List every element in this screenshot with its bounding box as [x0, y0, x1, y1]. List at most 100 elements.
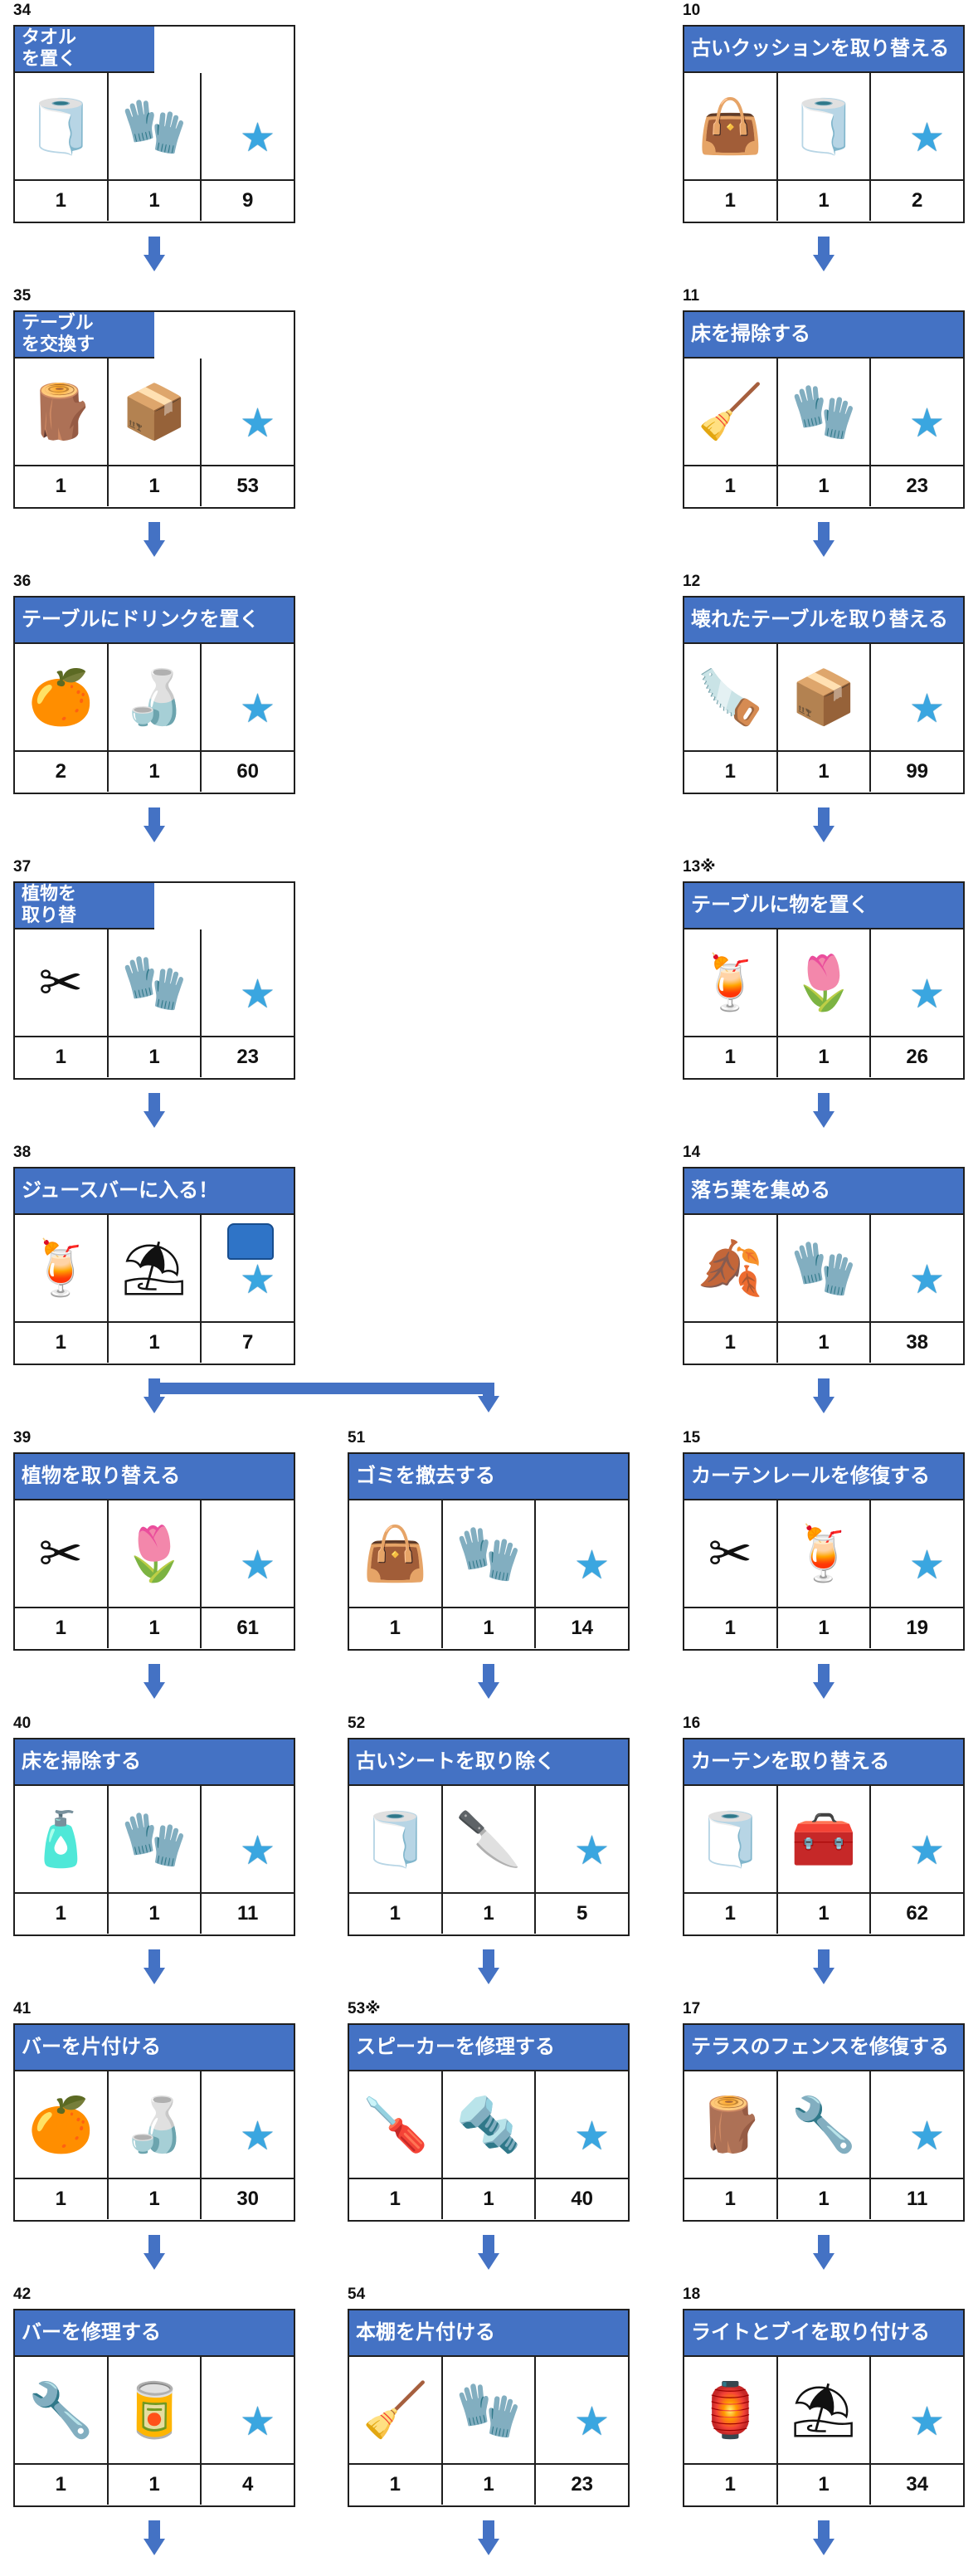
item-count: 1 — [684, 1894, 778, 1934]
star-icon: ★ — [908, 1258, 946, 1302]
item-cell: 🏮 — [684, 2357, 778, 2463]
item-count: 1 — [109, 181, 202, 221]
item-cell: 🪵 — [684, 2071, 778, 2178]
down-arrow-icon — [478, 2235, 499, 2270]
step-number: 38 — [13, 1144, 32, 1161]
star-count: 2 — [912, 189, 923, 212]
item-icons-row: 🧹🧤★ — [684, 359, 963, 466]
task-title: タオル を置く — [15, 27, 154, 73]
item-count: 1 — [684, 1323, 778, 1363]
sandbag-icon: 👜 — [362, 1524, 429, 1583]
step-number: 54 — [348, 2286, 366, 2303]
item-icons-row: 🍹🌷★ — [684, 929, 963, 1037]
item-count: 1 — [349, 1608, 443, 1648]
reward-cell: ★ — [202, 73, 294, 179]
item-cell: 🍹 — [778, 1500, 872, 1607]
item-count: 1 — [684, 2465, 778, 2505]
star-count: 7 — [242, 1331, 254, 1354]
branch-connector — [148, 1383, 494, 1394]
item-icons-row: 🍂🧤★ — [684, 1215, 963, 1323]
step-number: 10 — [683, 2, 701, 19]
star-icon: ★ — [239, 2400, 276, 2444]
item-icons-row: ✂🧤★ — [15, 929, 294, 1037]
star-count: 53 — [236, 475, 260, 497]
task-title: 床を掃除する — [684, 312, 963, 359]
item-count: 1 — [109, 2465, 202, 2505]
star-count: 38 — [906, 1331, 929, 1354]
star-count: 23 — [236, 1046, 260, 1068]
item-cell: 🧤 — [109, 1786, 202, 1892]
star-icon: ★ — [908, 2115, 946, 2159]
item-count: 1 — [778, 2465, 872, 2505]
towel-icon: 🧻 — [362, 1809, 429, 1869]
wood-logs-icon: 🪵 — [697, 2095, 764, 2154]
item-cell: 🔧 — [15, 2357, 109, 2463]
item-icons-row: 🏮⛱★ — [684, 2357, 963, 2465]
step-number: 18 — [683, 2286, 701, 2303]
item-count: 1 — [349, 2179, 443, 2219]
star-icon: ★ — [239, 2115, 276, 2159]
step-number: 12 — [683, 573, 701, 590]
item-cell: ✂ — [15, 1500, 109, 1607]
item-count: 1 — [684, 181, 778, 221]
paint-can-icon: 🥫 — [121, 2380, 187, 2440]
dustpan-icon: 🧹 — [362, 2380, 429, 2440]
item-count: 1 — [684, 1608, 778, 1648]
flower-pot-icon: 🌷 — [791, 953, 857, 1012]
item-cell: 📦 — [778, 644, 872, 750]
reward-cell: ★ — [871, 1786, 963, 1892]
star-icon: ★ — [239, 1258, 276, 1302]
down-arrow-icon — [813, 1378, 834, 1413]
reward-cell: ★ — [202, 2357, 294, 2463]
star-icon: ★ — [239, 116, 276, 160]
item-count: 1 — [15, 2179, 109, 2219]
item-cell: 🧤 — [109, 929, 202, 1036]
star-icon: ★ — [239, 1829, 276, 1873]
reward-cell: ★ — [536, 1786, 628, 1892]
knife-icon: 🔪 — [455, 1809, 522, 1869]
task-title: ライトとブイを取り付ける — [684, 2310, 963, 2357]
step-number: 41 — [13, 2000, 32, 2017]
item-count: 1 — [778, 1037, 872, 1077]
item-icons-row: 🍊🍶★ — [15, 2071, 294, 2179]
pliers-icon: 🔧 — [791, 2095, 857, 2154]
item-icons-row: 👜🧻★ — [684, 73, 963, 181]
flower-pot-icon: 🌷 — [121, 1524, 187, 1583]
item-count: 1 — [109, 466, 202, 506]
item-cell: 🍊 — [15, 644, 109, 750]
item-cell: 🧰 — [778, 1786, 872, 1892]
item-count: 1 — [778, 752, 872, 792]
reward-cell: ★ — [871, 1500, 963, 1607]
star-count: 99 — [906, 760, 929, 783]
gloves-icon: 🧤 — [455, 2380, 522, 2440]
task-title: 植物を 取り替 — [15, 883, 154, 929]
task-title: 古いシートを取り除く — [349, 1739, 628, 1786]
reward-cell: ★ — [536, 2071, 628, 2178]
item-cell: 🧤 — [443, 2357, 537, 2463]
item-cell: 🌷 — [109, 1500, 202, 1607]
item-icons-row: ✂🍹★ — [684, 1500, 963, 1608]
towel-icon: 🧻 — [791, 96, 857, 156]
item-count: 1 — [778, 1894, 872, 1934]
star-count: 26 — [906, 1046, 929, 1068]
cocktail-icon: 🍹 — [697, 953, 764, 1012]
item-icons-row: 🪵 🔧 ★ — [684, 2071, 963, 2179]
down-arrow-icon — [144, 237, 165, 271]
item-cell: 🪵 — [15, 359, 109, 465]
